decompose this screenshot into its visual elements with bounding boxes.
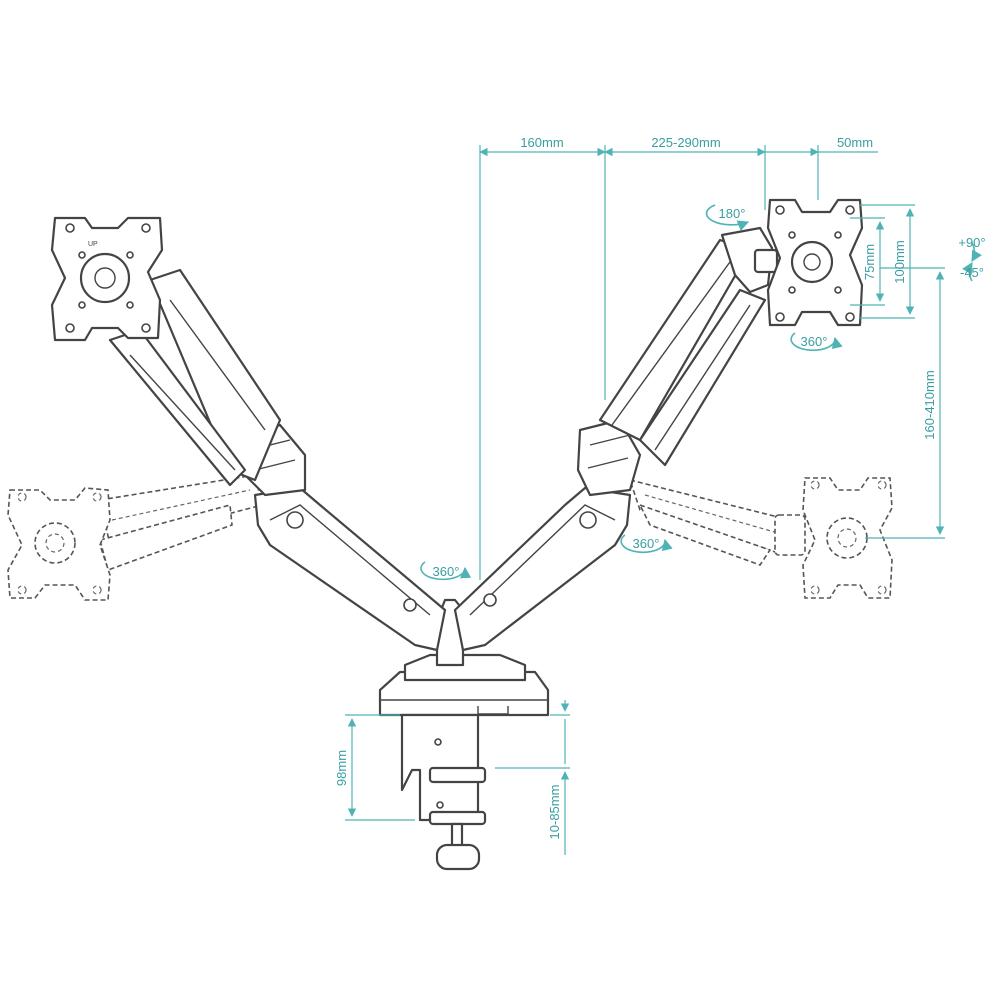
right-vesa-plate: [766, 198, 864, 327]
right-arm-ghost-position: [628, 477, 893, 599]
swivel-base-label: 360°: [433, 564, 460, 579]
left-upper-arm: [108, 268, 307, 497]
plate-up-marking: UP: [88, 241, 98, 248]
head-rotate-label: 180°: [719, 206, 746, 221]
right-upper-arm: [576, 226, 779, 497]
swivel-elbow-label: 360°: [633, 536, 660, 551]
desk-clamp: [378, 653, 550, 871]
left-vesa-plate: [50, 216, 164, 342]
dimension-lines: [345, 145, 945, 855]
arm-extension-label: 225-290mm: [651, 135, 720, 150]
depth-offset-label: 160mm: [520, 135, 563, 150]
swivel-head-label: 360°: [801, 334, 828, 349]
vesa-100-label: 100mm: [892, 240, 907, 283]
desk-thickness-label: 10-85mm: [547, 785, 562, 840]
tilt-up-label: +90°: [958, 235, 985, 250]
vesa-75-label: 75mm: [862, 244, 877, 280]
rotation-indicators: [420, 204, 982, 581]
tilt-down-label: -45°: [960, 265, 984, 280]
head-offset-label: 50mm: [837, 135, 873, 150]
lower-arms: [253, 486, 632, 667]
left-arm-ghost-position: [7, 474, 263, 601]
clamp-height-label: 98mm: [334, 750, 349, 786]
height-range-label: 160-410mm: [922, 370, 937, 439]
